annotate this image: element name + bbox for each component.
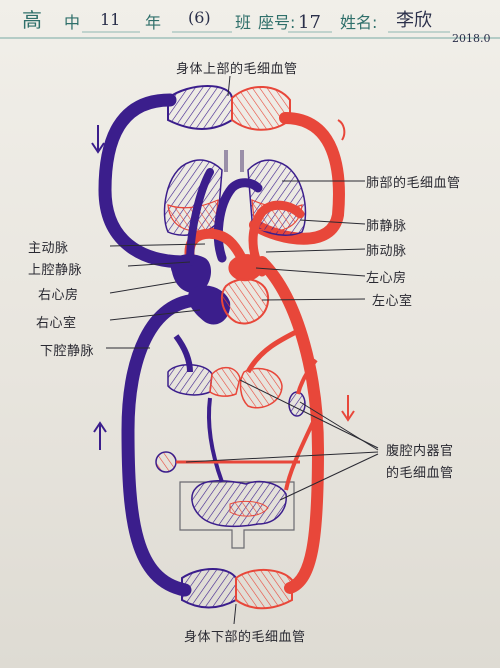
trachea [224,150,244,172]
arrow-right-top-icon [337,119,346,141]
lower-capillary-bed [181,568,293,610]
field-school: 高 [22,8,42,32]
seat-value: 17 [298,12,321,33]
renal-red [296,358,318,395]
abdominal-organs [155,364,306,549]
arrow-up-left-icon [93,421,107,450]
leader-lower-capillaries [233,603,237,625]
label-lung-capillaries: 肺部的毛细血管 [366,176,461,191]
label-abdominal-capillaries-line1: 腹腔内器官 [386,444,454,459]
left-atrium-shape [228,254,263,282]
label-inferior-vena-cava: 下腔静脉 [40,344,95,359]
leader-upper-capillaries [227,75,231,97]
label-abdominal-capillaries-line2: 的毛细血管 [386,466,454,481]
leader-right-atrium [109,281,177,294]
leader-lines [106,75,379,625]
pulmonary-vein-vessel [248,200,305,277]
label-pulmonary-artery: 肺动脉 [366,244,407,259]
left-ventricle-shape [220,278,270,325]
hepatic-red [245,327,302,374]
label-left-ventricle: 左心室 [372,294,413,309]
field-year: 年 [145,13,162,32]
label-right-atrium: 右心房 [38,288,79,303]
leader-pulmonary-vein [299,219,366,225]
heart [170,254,270,325]
mesenteric-blue [206,397,224,483]
label-lower-capillaries: 身体下部的毛细血管 [184,630,306,645]
leader-abdominal-3 [185,451,379,463]
label-right-ventricle: 右心室 [36,316,77,331]
intestine-outline [179,481,295,549]
grade-value: 11 [100,10,121,29]
class-value: (6) [188,8,211,27]
kidney-left [155,451,177,473]
date-value: 2018.0 [452,32,491,45]
field-name: 姓名: [340,13,378,32]
field-grade: 中 [64,13,81,32]
right-atrium-shape [170,254,212,293]
leader-abdominal-1 [239,379,379,449]
leader-pulmonary-artery [265,248,366,253]
mesenteric-red [284,419,316,491]
leader-aorta [109,243,206,247]
label-superior-vena-cava: 上腔静脉 [28,263,83,278]
arrow-down-right-icon [341,395,355,422]
name-value: 李欣 [396,10,432,31]
right-arterial-vessel [249,112,345,245]
field-seat: 座号: [258,13,296,32]
lungs [163,150,307,236]
label-upper-capillaries: 身体上部的毛细血管 [176,62,298,77]
leader-superior-vena-cava [127,261,191,267]
leader-right-ventricle [109,309,201,321]
arrow-down-left-icon [91,125,105,154]
left-venous-vessel [98,93,192,269]
upper-capillary-bed [167,85,291,131]
stomach [239,367,283,409]
label-left-atrium: 左心房 [366,271,407,286]
leader-left-atrium [255,267,366,277]
right-lower-arterial-vessel [256,256,325,594]
leader-abdominal-2 [299,401,379,451]
leader-left-ventricle [261,298,366,301]
portal-blue [173,334,193,373]
liver-red [209,366,241,397]
right-ventricle-shape [187,285,231,325]
field-class: 班 [235,13,252,32]
leader-abdominal-4 [279,453,379,501]
left-lower-venous-vessel [121,293,207,597]
label-aorta: 主动脉 [28,241,69,256]
superior-vena-cava-vessel [186,168,214,266]
label-pulmonary-vein: 肺静脉 [366,219,407,234]
